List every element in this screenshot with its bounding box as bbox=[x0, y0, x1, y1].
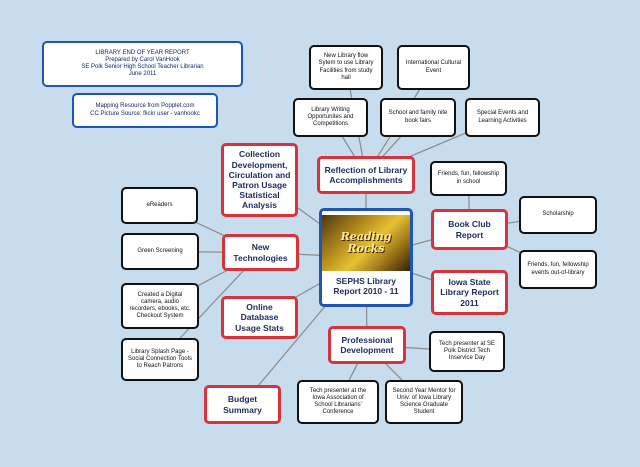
leaf-book-fairs[interactable]: School and family nite book fairs bbox=[380, 98, 456, 137]
leaf-tech-conference[interactable]: Tech presenter at the Iowa Association o… bbox=[297, 380, 379, 424]
leaf-cultural-event[interactable]: International Cultural Event bbox=[397, 45, 470, 90]
leaf-flow-system[interactable]: New Library flow Sytem to use Library Fa… bbox=[309, 45, 383, 90]
image-text-rocks: Rocks bbox=[347, 242, 385, 255]
node-online-database[interactable]: Online Database Usage Stats bbox=[221, 296, 298, 339]
leaf-mentor[interactable]: Second Year Mentor for Univ. of Iowa Lib… bbox=[385, 380, 463, 424]
node-new-technologies[interactable]: New Technologies bbox=[222, 234, 299, 271]
report-author-line: Prepared by Carol VanHook bbox=[105, 56, 180, 63]
leaf-special-events[interactable]: Special Events and Learning Activities bbox=[465, 98, 540, 137]
node-book-club[interactable]: Book Club Report bbox=[431, 209, 508, 250]
leaf-writing-opportunities[interactable]: Library Writing Opportunites and Competi… bbox=[293, 98, 368, 137]
node-collection[interactable]: Collection Development, Circulation and … bbox=[221, 143, 298, 217]
report-school-line: SE Polk Senior High School Teacher Libra… bbox=[81, 64, 204, 70]
leaf-digital-checkout[interactable]: Created a Digital camera, audio recorder… bbox=[121, 283, 199, 329]
center-node[interactable]: Reading Rocks SEPHS Library Report 2010 … bbox=[319, 208, 413, 307]
leaf-friends-in-school[interactable]: Friends, fun, fellowship in school bbox=[430, 161, 507, 196]
node-budget-summary[interactable]: Budget Summary bbox=[204, 385, 281, 424]
leaf-tech-inservice[interactable]: Tech presenter at SE Polk District Tech … bbox=[429, 331, 505, 372]
leaf-green-screening[interactable]: Green Screening bbox=[121, 233, 199, 270]
node-iowa-state-report[interactable]: Iowa State Library Report 2011 bbox=[431, 270, 508, 315]
report-title-line: LIBRARY END OF YEAR REPORT bbox=[95, 49, 190, 56]
leaf-ereaders[interactable]: eReaders bbox=[121, 187, 198, 224]
image-text-reading: Reading bbox=[340, 229, 392, 243]
node-professional-development[interactable]: Professional Development bbox=[328, 326, 406, 364]
report-info-box: LIBRARY END OF YEAR REPORT Prepared by C… bbox=[42, 41, 243, 87]
leaf-splash-page[interactable]: Library Splash Page - Social Connection … bbox=[121, 338, 199, 381]
center-title: SEPHS Library Report 2010 - 11 bbox=[333, 276, 399, 297]
leaf-scholarship[interactable]: Scholarship bbox=[519, 196, 597, 234]
leaf-friends-out-of-library[interactable]: Friends, fun, fellowship events out-of-l… bbox=[519, 250, 597, 289]
node-reflection[interactable]: Reflection of Library Accomplishments bbox=[317, 156, 415, 194]
report-date-line: June 2011 bbox=[128, 71, 157, 78]
source-info-box: Mapping Resource from Popplet.com CC Pic… bbox=[72, 93, 218, 128]
mapping-resource-line: Mapping Resource from Popplet.com bbox=[95, 103, 195, 110]
reading-rocks-image: Reading Rocks bbox=[322, 215, 410, 271]
picture-source-line: CC Picture Source: flickr user - vanhook… bbox=[90, 110, 200, 117]
